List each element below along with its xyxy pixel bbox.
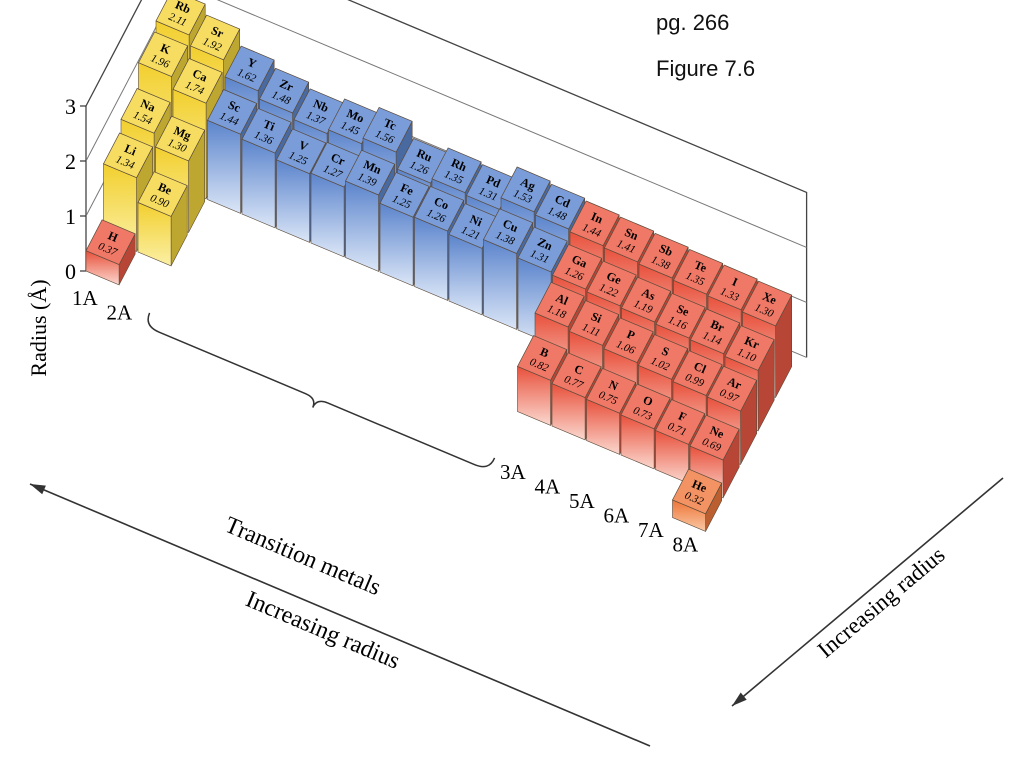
element-symbol: Pd (484, 172, 503, 190)
element-symbol: Cd (553, 192, 573, 211)
element-symbol: Ge (604, 269, 624, 288)
element-symbol: Fe (398, 180, 416, 198)
element-symbol: Ag (518, 175, 537, 194)
element-symbol: Zr (278, 76, 296, 94)
bar-mn: Mn1.39 (345, 149, 396, 272)
y-tick-label: 1 (65, 204, 76, 229)
element-symbol: Na (138, 96, 157, 115)
y-tick-label: 3 (65, 94, 76, 119)
element-symbol: Cu (501, 216, 521, 235)
element-symbol: In (589, 209, 605, 226)
element-symbol: Zn (535, 235, 554, 254)
element-symbol: He (690, 477, 710, 496)
group-label-8a: 8A (673, 533, 700, 557)
group-label-2a: 2A (107, 301, 134, 325)
element-symbol: Nb (311, 96, 331, 115)
element-symbol: Be (156, 179, 174, 197)
increasing-radius-across-label: Increasing radius (242, 586, 404, 674)
bar-be: Be0.90 (137, 171, 188, 267)
transition-metals-brace (147, 312, 496, 468)
group-label-3a: 3A (500, 460, 527, 484)
element-symbol: Mo (345, 106, 366, 126)
element-symbol: S (660, 344, 672, 360)
element-symbol: Rb (173, 0, 193, 17)
bar-b: B0.82 (517, 335, 568, 426)
element-symbol: Mg (172, 123, 193, 143)
y-tick-label: 0 (65, 259, 76, 284)
element-symbol: Te (692, 257, 709, 275)
group-label-7a: 7A (638, 518, 665, 542)
element-symbol: Tc (382, 115, 399, 133)
arrow-increasing-radius-across (29, 483, 651, 747)
group-label-5a: 5A (569, 489, 596, 513)
element-symbol: Rh (449, 155, 469, 174)
element-symbol: Ga (570, 252, 590, 271)
bar-c: C0.77 (551, 352, 602, 441)
element-symbol: Mn (361, 157, 383, 177)
bar-o: O0.73 (620, 383, 671, 470)
y-axis-label: Radius (Å) (26, 279, 51, 376)
element-symbol: Sn (623, 225, 641, 243)
element-symbol: As (640, 285, 658, 303)
page-number: pg. 266 (656, 10, 730, 35)
y-tick-label: 2 (65, 149, 76, 174)
bar-v: V1.25 (276, 128, 327, 243)
element-symbol: Ar (725, 374, 744, 393)
element-symbol: Cr (329, 150, 348, 169)
element-symbol: Sb (657, 241, 675, 259)
bar-h: H0.37 (85, 219, 136, 286)
bar-he: He0.32 (672, 468, 723, 532)
arrow-increasing-radius-down (731, 477, 1004, 707)
group-label-1a: 1A (72, 286, 99, 310)
element-symbol: I (730, 275, 740, 290)
group-label-6a: 6A (604, 504, 631, 528)
transition-metals-label: Transition metals (221, 512, 384, 601)
figure-label: Figure 7.6 (656, 56, 756, 81)
element-symbol: Xe (760, 289, 779, 308)
group-label-4a: 4A (535, 475, 562, 499)
element-symbol: Ne (708, 423, 727, 442)
gridline (85, 0, 807, 248)
element-symbol: Ru (415, 146, 435, 165)
y-axis: Radius (Å) 0 1 2 3 (26, 94, 86, 377)
element-symbol: Kr (742, 333, 762, 352)
element-symbol: Br (709, 317, 727, 335)
element-symbol: Ca (190, 66, 209, 85)
element-symbol: Co (432, 194, 451, 213)
annotations-layer: Transition metals Increasing radius Incr… (29, 286, 1004, 747)
increasing-radius-down-label: Increasing radius (813, 542, 950, 663)
